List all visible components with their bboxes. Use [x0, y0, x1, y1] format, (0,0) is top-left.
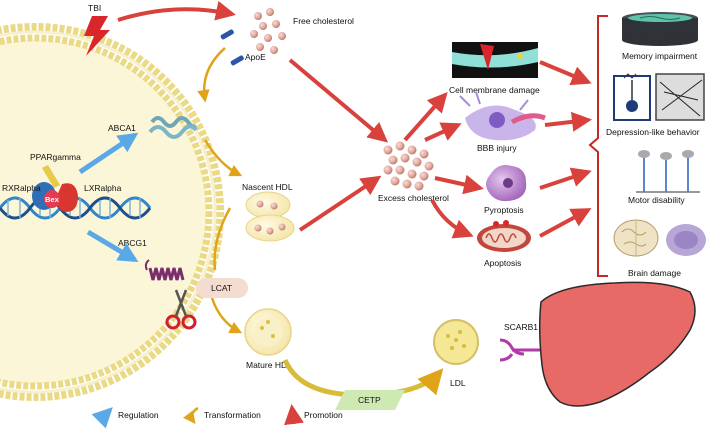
- motor-disability-label: Motor disability: [628, 195, 685, 205]
- lcat-label: LCAT: [211, 283, 232, 293]
- memory-impairment-label: Memory impairment: [622, 51, 698, 61]
- promotion-arrow-membrane: [403, 92, 448, 142]
- free-cholesterol-cluster: [250, 8, 286, 54]
- cell-membrane-damage-image: [452, 42, 538, 78]
- promotion-arrow-outcome-4: [539, 208, 592, 238]
- legend-transformation-label: Transformation: [204, 410, 261, 420]
- legend-promotion-label: Promotion: [304, 410, 343, 420]
- pyroptosis-image: [486, 165, 527, 202]
- tbi-label: TBI: [88, 3, 101, 13]
- mature-hdl-label: Mature HDL: [246, 360, 292, 370]
- bbb-injury-image: [459, 91, 546, 141]
- ppargamma-shape: [42, 165, 60, 188]
- apoptosis-image: [477, 220, 531, 252]
- promotion-arrow-hdl-to-excess: [298, 175, 382, 232]
- apoe-label: ApoE: [245, 52, 266, 62]
- regulation-arrow-abca1: [78, 132, 139, 175]
- scissors-icon: [165, 289, 197, 330]
- cetp-label: CETP: [358, 395, 381, 405]
- lightning-bolt-icon: [84, 16, 110, 56]
- transformation-arrow-abcg1: [213, 207, 232, 271]
- promotion-arrow-outcome-3: [539, 167, 592, 190]
- transformation-arrow-mature: [210, 297, 243, 334]
- excess-cholesterol-cluster: [383, 141, 434, 191]
- lxralpha-shape: [56, 183, 78, 212]
- legend-transformation-icon: [183, 406, 199, 425]
- promotion-arrow-outcome-2: [544, 111, 592, 132]
- nascent-hdl-label: Nascent HDL: [242, 182, 293, 192]
- liver: [538, 281, 696, 407]
- promotion-arrow-free-to-excess: [288, 58, 389, 143]
- cell-membrane-inner: [0, 34, 213, 390]
- abca1-label: ABCA1: [108, 123, 136, 133]
- apoptosis-label: Apoptosis: [484, 258, 521, 268]
- ldl-label: LDL: [450, 378, 466, 388]
- cell-membrane-damage-label: Cell membrane damage: [449, 85, 540, 95]
- ppargamma-label: PPARgamma: [30, 152, 81, 162]
- legend-regulation-icon: [91, 407, 113, 429]
- bex-shape: [44, 190, 60, 208]
- cell-membrane-outer: [0, 23, 224, 401]
- pyroptosis-label: Pyroptosis: [484, 205, 524, 215]
- legend-regulation-label: Regulation: [118, 410, 159, 420]
- transformation-arrow-ldl: [282, 358, 444, 398]
- lxralpha-label: LXRalpha: [84, 183, 122, 193]
- promotion-arrow-apoptosis: [430, 199, 474, 239]
- transformation-arrow-apoe: [197, 47, 226, 103]
- excess-cholesterol-label: Excess cholesterol: [378, 193, 449, 203]
- free-cholesterol-label: Free cholesterol: [293, 16, 354, 26]
- apoe-molecules: [220, 29, 244, 66]
- ldl-particle: [433, 319, 479, 365]
- brain-damage-image: [613, 219, 706, 257]
- receptor-icon: [499, 338, 540, 362]
- abcg1-transporter: [144, 259, 185, 281]
- bex-label: Bex: [45, 195, 60, 204]
- outcome-bracket: [588, 15, 608, 277]
- cetp-badge: [335, 390, 405, 410]
- depression-like-behavior-label: Depression-like behavior: [606, 127, 700, 137]
- bbb-injury-label: BBB injury: [477, 143, 517, 153]
- depression-like-behavior-image: [613, 73, 705, 121]
- legend-promotion-icon: [284, 404, 304, 426]
- lcat-badge: [196, 278, 248, 298]
- legend: Regulation Transformation Promotion: [91, 404, 343, 429]
- promotion-arrow-pyroptosis: [434, 174, 484, 195]
- promotion-arrow-bbb: [424, 122, 462, 142]
- nascent-hdl: [245, 191, 295, 242]
- promotion-arrow-tbi: [117, 0, 236, 22]
- rxralpha-label: RXRalpha: [2, 183, 41, 193]
- receptor-complex: Bex: [32, 165, 78, 212]
- brain-damage-label: Brain damage: [628, 268, 681, 278]
- abca1-transporter: [148, 116, 198, 139]
- regulation-arrow-abcg1: [86, 229, 139, 263]
- mature-hdl: [244, 308, 292, 356]
- memory-impairment-image: [622, 12, 698, 46]
- abcg1-label: ABCG1: [118, 238, 147, 248]
- promotion-arrow-outcome-1: [539, 60, 592, 86]
- motor-disability-image: [636, 150, 700, 193]
- transformation-arrow-nascent: [203, 139, 243, 177]
- scarb1-label: SCARB1: [504, 322, 538, 332]
